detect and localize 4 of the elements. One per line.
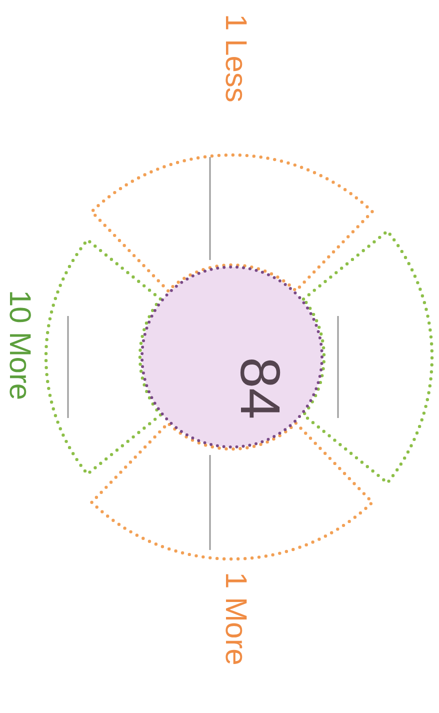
sector-label: 1 More (220, 572, 250, 666)
sector-label: 1 Less (220, 14, 250, 102)
sector-label: 10 More (4, 290, 34, 400)
number-label: 84 (232, 357, 288, 420)
